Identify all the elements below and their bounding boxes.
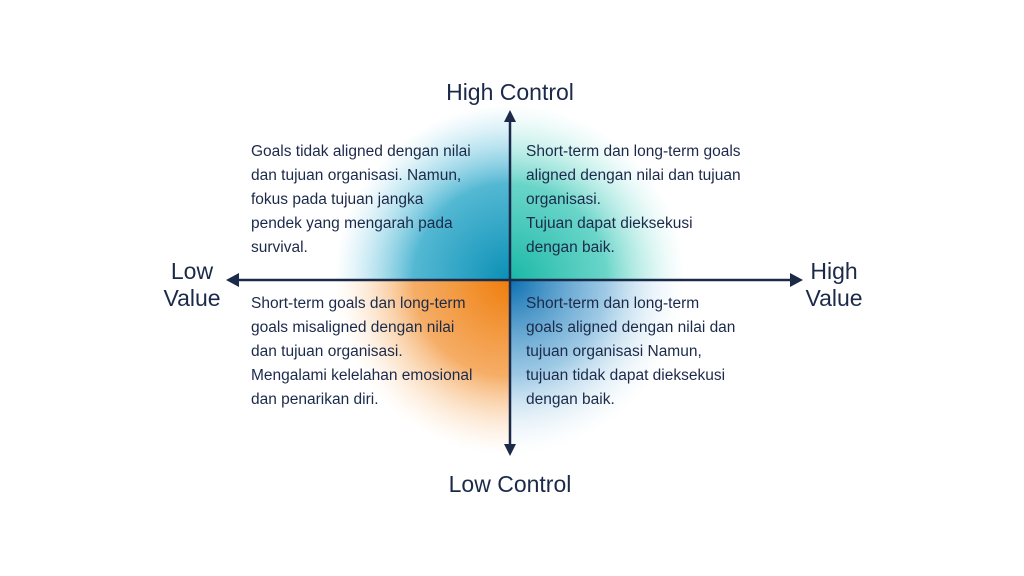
quadrant-bottom-right-fill — [510, 280, 685, 455]
quadrant-top-left-fill — [335, 105, 510, 280]
quadrant-top-right-text: Short-term dan long-term goals aligned d… — [526, 143, 741, 256]
axis-label-low-value: Low Value — [163, 258, 221, 311]
axis-label-low-control: Low Control — [448, 471, 572, 497]
quadrant-top-right-fill — [510, 105, 685, 280]
axis-label-high-control: High Control — [446, 79, 574, 105]
axis-label-high-value: High Value — [805, 258, 863, 311]
arrow-right-icon — [790, 273, 803, 287]
quadrant-top-left-text: Goals tidak aligned dengan nilai dan tuj… — [251, 143, 471, 256]
quadrant-bottom-left-text: Short-term goals dan long-term goals mis… — [251, 295, 473, 408]
arrow-up-icon — [504, 110, 516, 122]
arrow-left-icon — [226, 273, 239, 287]
arrow-down-icon — [504, 444, 516, 456]
quadrant-bottom-right-text: Short-term dan long-term goals aligned d… — [526, 295, 736, 408]
quadrant-bottom-left-fill — [335, 280, 510, 455]
